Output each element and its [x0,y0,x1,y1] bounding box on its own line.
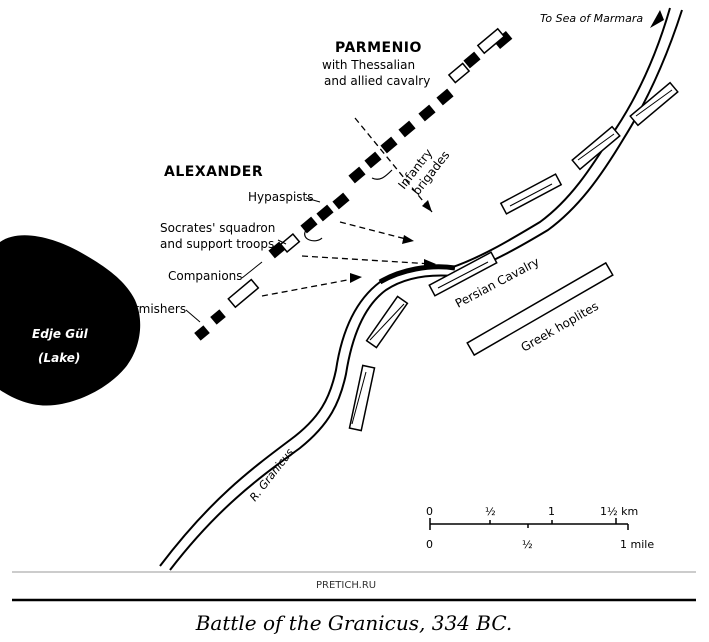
sea-direction-arrow [650,10,664,28]
scale-km-0: 0 [426,505,433,518]
lake-edje-gul [0,235,141,406]
scale-mile-0: 0 [426,538,433,551]
river-east-bank [169,9,683,571]
scale-mile-1: 1 mile [620,538,654,551]
socrates-label-2: and support troops [160,237,274,251]
attack-arrows [261,117,433,297]
skirmishers-label: Skirmishers [116,302,186,316]
macedonian-cavalry-units [227,27,506,309]
socrates-leader [277,239,287,245]
arrow-heads [350,200,436,283]
persian-unit-hatches [351,89,673,425]
parmenio-label: PARMENIO [335,40,422,56]
scale-km-half: ½ [485,505,496,518]
river-crossing-highlight [378,264,456,285]
parmenio-sub-1: with Thessalian [322,58,415,72]
companions-label: Companions [168,269,243,283]
lake-label-name: Edje Gül [32,327,89,341]
alexander-label: ALEXANDER [164,164,263,180]
hypaspists-leader [305,197,321,203]
companions-leader [241,261,263,279]
scale-mile-half: ½ [522,538,533,551]
hypaspists-label: Hypaspists [248,190,314,204]
scale-km-1half: 1½ km [600,505,638,518]
greek-hoplites-unit [466,261,614,357]
scale-bar: 0 ½ 1 1½ km 0 ½ 1 mile [426,505,654,551]
credit-text: PRETICH.RU [316,580,376,591]
scale-km-1: 1 [548,505,555,518]
parmenio-sub-2: and allied cavalry [324,74,430,88]
lake-label-type: (Lake) [38,351,80,365]
infantry-bracket [371,169,393,180]
persian-cavalry-units [348,81,679,432]
hypaspist-bracket [304,229,323,242]
skirmishers-leader [185,309,201,323]
map-caption: Battle of the Granicus, 334 BC. [195,611,513,635]
socrates-label-1: Socrates' squadron [160,221,275,235]
sea-label: To Sea of Marmara [540,12,643,25]
